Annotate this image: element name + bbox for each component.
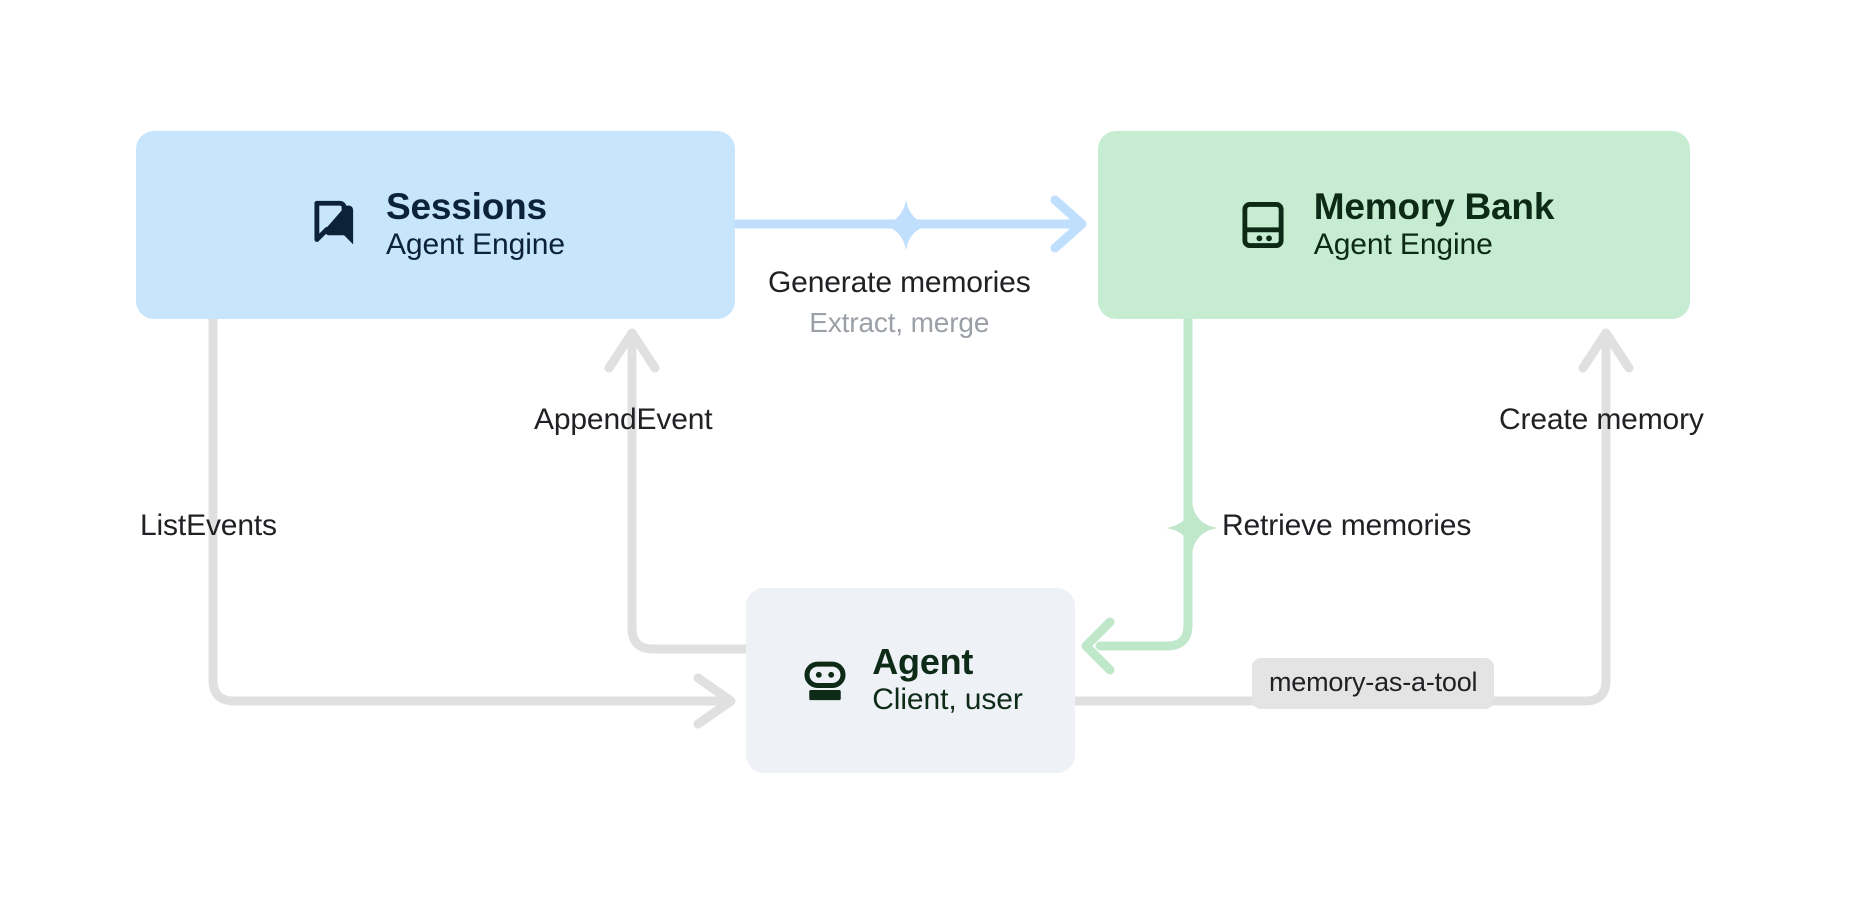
node-memory-bank[interactable]: Memory Bank Agent Engine <box>1098 131 1690 319</box>
edge-append-event <box>604 328 751 654</box>
storage-drive-icon <box>1242 202 1284 248</box>
node-sessions-title: Sessions <box>386 186 547 228</box>
node-sessions-subtitle: Agent Engine <box>386 227 565 261</box>
node-agent-labels: Agent Client, user <box>872 641 1023 718</box>
edge-sublabel-generate-memories: Extract, merge <box>809 307 990 339</box>
sparkle-icon <box>880 199 932 251</box>
edge-label-generate-memories-text: Generate memories <box>768 266 1031 299</box>
node-sessions-labels: Sessions Agent Engine <box>386 187 565 263</box>
sparkle-icon <box>1166 502 1218 554</box>
node-agent-title: Agent <box>872 641 974 683</box>
node-agent[interactable]: Agent Client, user <box>746 588 1075 773</box>
edge-label-append-event: AppendEvent <box>534 403 713 436</box>
node-sessions[interactable]: Sessions Agent Engine <box>136 131 735 319</box>
edge-label-create-memory: Create memory <box>1499 403 1704 436</box>
edge-label-retrieve-memories: Retrieve memories <box>1222 509 1472 542</box>
chat-bubbles-icon <box>314 200 354 245</box>
edge-generate-memories <box>732 195 1087 253</box>
edge-list-events <box>208 314 736 729</box>
node-memory-bank-subtitle: Agent Engine <box>1313 227 1493 261</box>
edge-label-list-events: ListEvents <box>140 509 277 542</box>
node-agent-subtitle: Client, user <box>872 682 1023 716</box>
robot-icon <box>804 661 846 700</box>
node-memory-bank-labels: Memory Bank Agent Engine <box>1313 186 1555 263</box>
node-memory-bank-title: Memory Bank <box>1313 186 1555 228</box>
badge-memory-as-a-tool: memory-as-a-tool <box>1252 658 1495 709</box>
edge-retrieve-memories <box>1081 314 1193 675</box>
edge-label-generate-memories: Generate memories Extract, merge <box>768 265 1031 339</box>
